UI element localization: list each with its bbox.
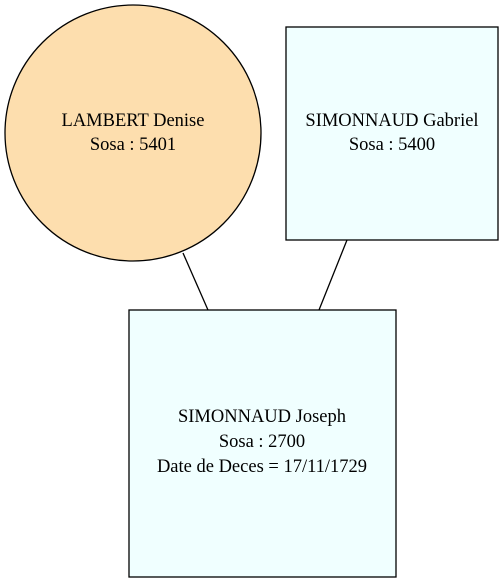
mother-sosa: Sosa : 5401	[90, 135, 176, 155]
person-node-father[interactable]: SIMONNAUD Gabriel Sosa : 5400	[285, 26, 499, 241]
edge-mother-to-child	[182, 252, 209, 311]
father-name: SIMONNAUD Gabriel	[305, 111, 478, 131]
child-death-date: Date de Deces = 17/11/1729	[157, 457, 367, 477]
father-node-shape	[285, 26, 499, 241]
mother-name: LAMBERT Denise	[62, 111, 205, 131]
mother-node-shape	[4, 4, 262, 262]
edge-father-to-child	[318, 239, 348, 311]
father-sosa: Sosa : 5400	[349, 135, 435, 155]
child-node-shape	[128, 309, 397, 578]
person-node-mother[interactable]: LAMBERT Denise Sosa : 5401	[4, 4, 262, 262]
child-sosa: Sosa : 2700	[219, 432, 305, 452]
child-name: SIMONNAUD Joseph	[178, 407, 346, 427]
person-node-child[interactable]: SIMONNAUD Joseph Sosa : 2700 Date de Dec…	[128, 309, 397, 578]
